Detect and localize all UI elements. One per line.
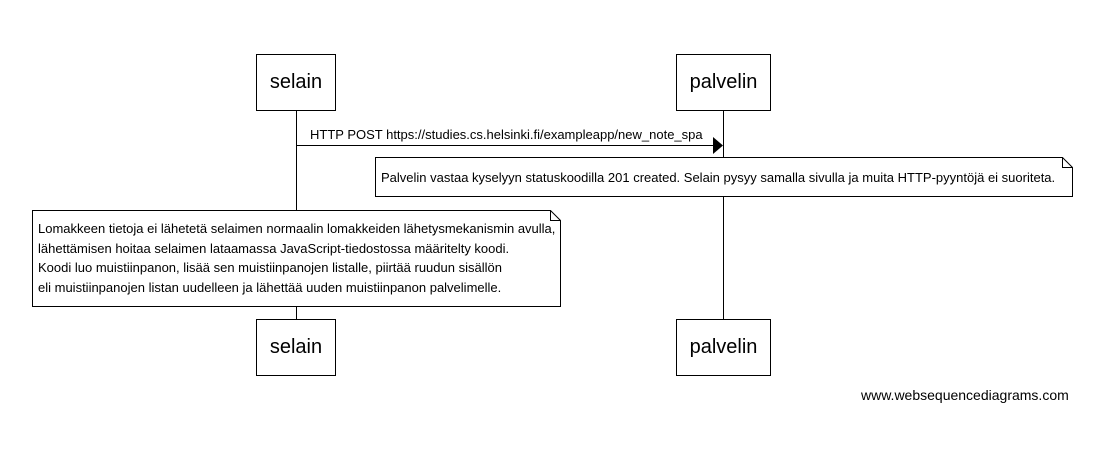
note-text: Palvelin vastaa kyselyyn statuskoodilla … [381,170,1056,185]
note-frame [32,210,561,307]
note-frame [375,157,1073,197]
participant-label: selain [269,71,323,93]
participant-selain-bottom: selain [256,319,336,376]
participant-palvelin-top: palvelin [676,54,771,111]
note-line: Lomakkeen tietoja ei lähetetä selaimen n… [38,221,556,236]
note-line: Koodi luo muistiinpanon, lisää sen muist… [38,260,502,275]
message-arrow-head [713,137,723,154]
participant-label: palvelin [689,71,758,93]
participant-label: selain [269,336,323,358]
note-line: eli muistiinpanojen listan uudelleen ja … [38,279,502,295]
note-line: lähettämisen hoitaa selaimen lataamassa … [38,240,510,256]
note-browser-explanation: Lomakkeen tietoja ei lähetetä selaimen n… [32,210,561,307]
participant-label: palvelin [689,336,758,358]
message-label: HTTP POST https://studies.cs.helsinki.fi… [310,127,703,142]
note-server-response: Palvelin vastaa kyselyyn statuskoodilla … [375,157,1073,197]
footer-watermark: www.websequencediagrams.com [861,387,1069,403]
participant-palvelin-bottom: palvelin [676,319,771,376]
participant-selain-top: selain [256,54,336,111]
